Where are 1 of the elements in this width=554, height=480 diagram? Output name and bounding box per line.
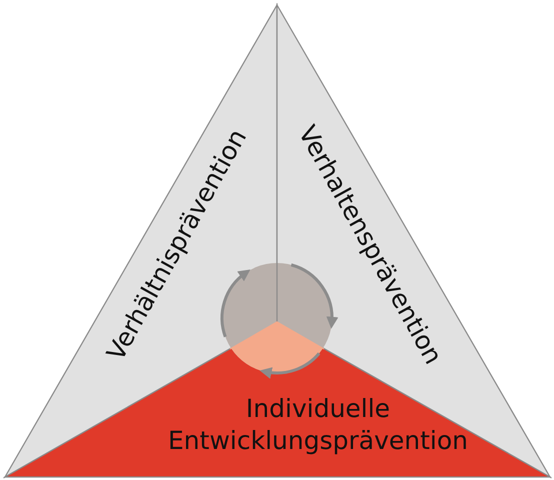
segment-label: Individuelle Entwicklungsprävention <box>168 393 468 457</box>
